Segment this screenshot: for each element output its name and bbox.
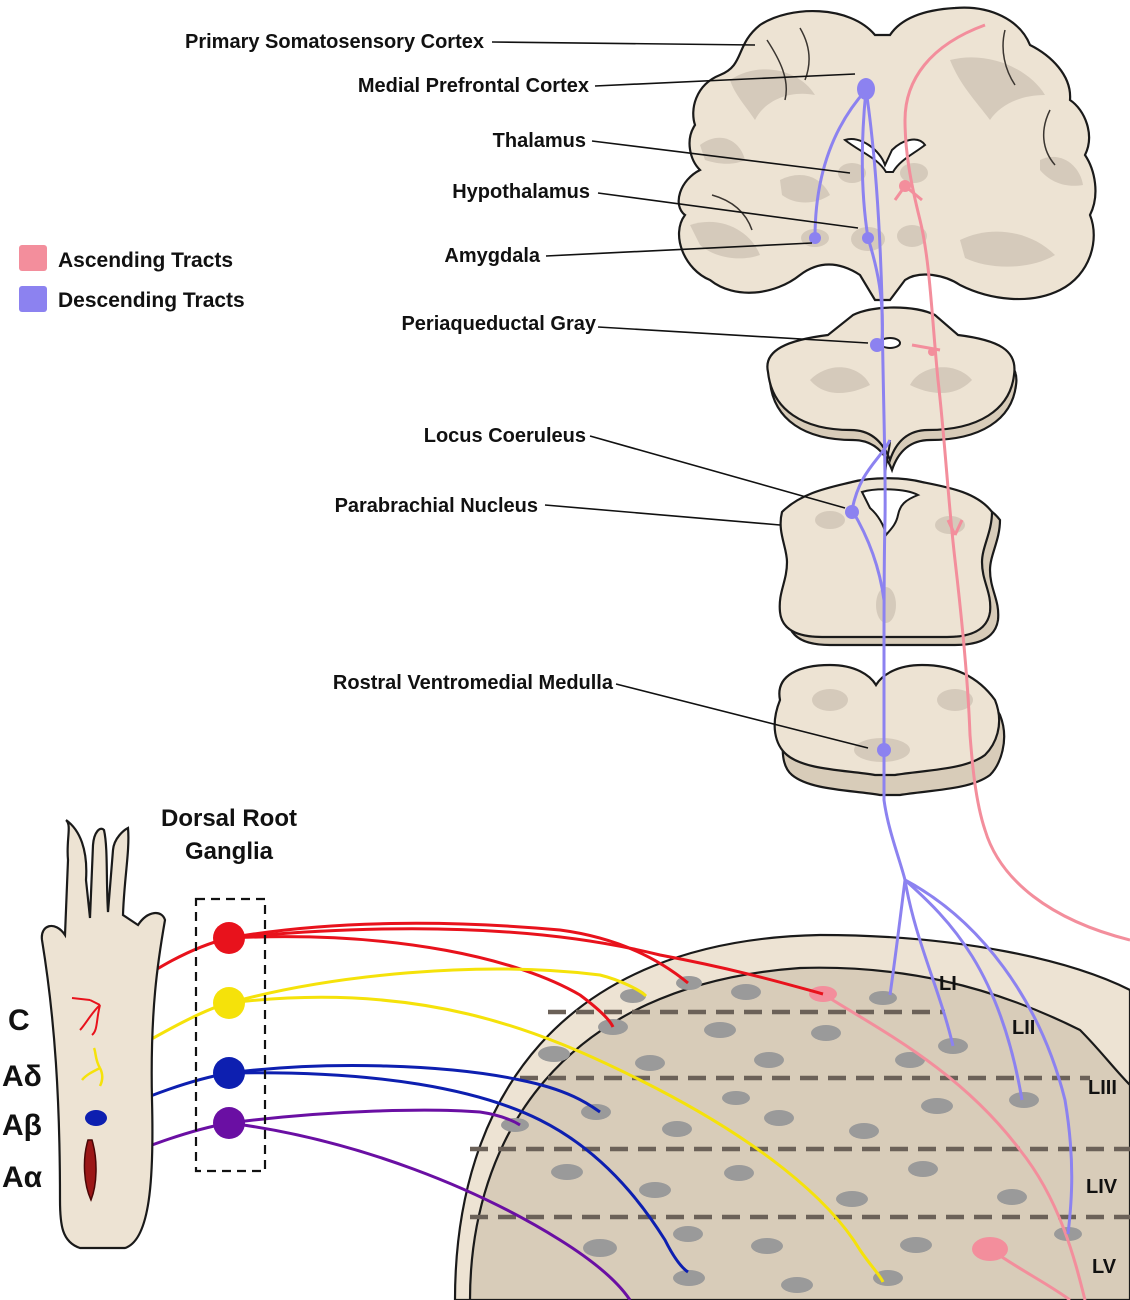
pag-neuron xyxy=(870,338,884,352)
drg-a-delta-neuron xyxy=(213,987,245,1019)
dorsal-horn: LI LII LIII LIV LV xyxy=(453,933,1130,1300)
drg-a-alpha-neuron xyxy=(213,1107,245,1139)
legend-ascending-label: Ascending Tracts xyxy=(58,249,233,272)
drg-title-line2: Ganglia xyxy=(185,838,274,865)
drg-a-beta-neuron xyxy=(213,1057,245,1089)
fiber-label-c: C xyxy=(8,1004,30,1037)
primary-afferents xyxy=(99,921,885,1300)
descending-tracts xyxy=(809,78,1074,1235)
label-thalamus: Thalamus xyxy=(493,130,586,152)
legend-descending-swatch xyxy=(19,286,47,312)
fiber-label-a-delta: Aδ xyxy=(2,1060,42,1093)
legend-descending-label: Descending Tracts xyxy=(58,289,245,312)
label-periaqueductal-gray: Periaqueductal Gray xyxy=(401,313,596,335)
fiber-label-a-beta: Aβ xyxy=(2,1109,42,1142)
lamina-label-1: LI xyxy=(939,973,957,995)
muscle-spindle xyxy=(83,1139,97,1202)
label-medial-prefrontal-cortex: Medial Prefrontal Cortex xyxy=(358,75,589,97)
ascending-tracts xyxy=(822,23,1130,1300)
legend-ascending-swatch xyxy=(19,245,47,271)
midbrain-section xyxy=(766,306,1018,474)
paw-illustration xyxy=(40,819,167,1250)
lamina-label-4: LIV xyxy=(1086,1176,1118,1198)
label-amygdala: Amygdala xyxy=(444,245,540,267)
lc-neuron xyxy=(845,505,859,519)
fiber-label-a-alpha: Aα xyxy=(2,1161,43,1194)
lamina-label-3: LIII xyxy=(1088,1077,1117,1099)
a-beta-receptor xyxy=(85,1110,107,1126)
lamina-label-5: LV xyxy=(1092,1256,1117,1278)
region-labels: Primary Somatosensory Cortex Medial Pref… xyxy=(185,31,869,749)
label-hypothalamus: Hypothalamus xyxy=(452,181,590,203)
drg-c-neuron xyxy=(213,922,245,954)
lamina-label-2: LII xyxy=(1012,1017,1035,1039)
medulla-section xyxy=(773,637,1006,797)
label-parabrachial-nucleus: Parabrachial Nucleus xyxy=(335,495,538,517)
drg-title-line1: Dorsal Root xyxy=(161,805,297,832)
hypothalamus-neuron xyxy=(862,232,874,244)
label-locus-coeruleus: Locus Coeruleus xyxy=(424,425,586,447)
dorsal-root-ganglia: Dorsal Root Ganglia xyxy=(161,805,297,1173)
pons-section xyxy=(778,439,1002,647)
label-primary-somatosensory-cortex: Primary Somatosensory Cortex xyxy=(185,31,484,53)
legend: Ascending Tracts Descending Tracts xyxy=(19,245,245,312)
lamina-cells xyxy=(501,976,1082,1293)
rvm-neuron xyxy=(877,743,891,757)
brain-coronal-section xyxy=(677,6,1097,302)
amygdala-neuron xyxy=(809,232,821,244)
mpfc-neuron xyxy=(857,78,875,100)
label-rostral-ventromedial-medulla: Rostral Ventromedial Medulla xyxy=(333,672,614,694)
